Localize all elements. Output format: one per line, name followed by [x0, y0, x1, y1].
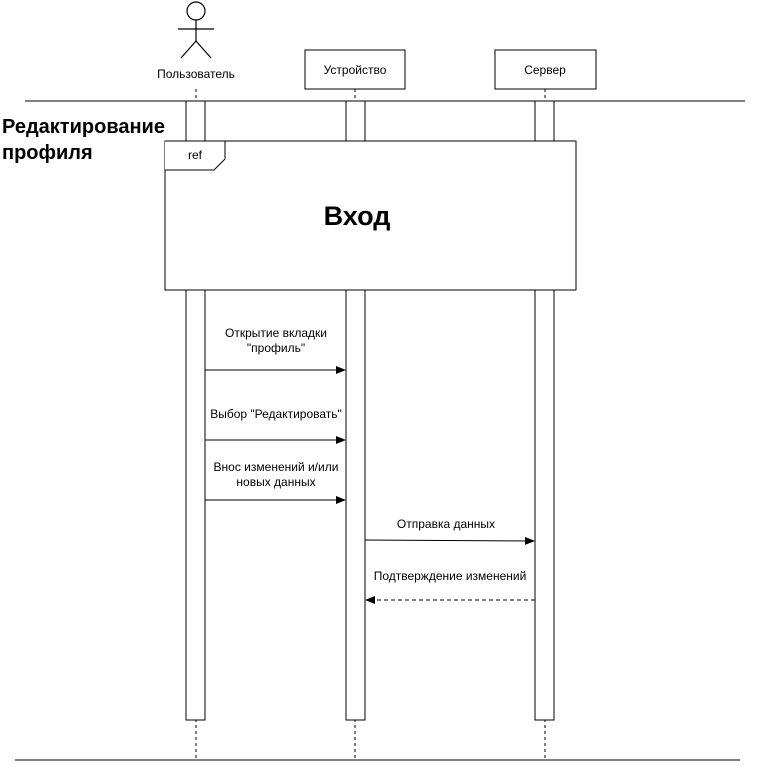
message-label: Открытие вкладки [225, 326, 327, 340]
ref-fragment-tag: ref [188, 148, 203, 162]
message-label: Подтверждение изменений [374, 569, 527, 583]
message-3: Отправка данных [364, 517, 535, 545]
message-label: Выбор "Редактировать" [210, 407, 342, 421]
message-label: новых данных [236, 475, 315, 489]
participant-label-user: Пользователь [157, 67, 235, 81]
message-2: Внос изменений и/или новых данных [205, 460, 346, 504]
message-4: Подтверждение изменений [365, 569, 535, 604]
participant-label-device: Устройство [324, 63, 387, 77]
participant-label-server: Сервер [524, 63, 566, 77]
ref-fragment-box [164, 140, 577, 291]
message-1: Выбор "Редактировать" [205, 407, 346, 444]
message-label: Отправка данных [397, 517, 495, 531]
actor-icon [178, 1, 214, 59]
message-label: "профиль" [247, 341, 305, 355]
participant-box-device [304, 49, 406, 90]
participant-device: Устройство [304, 49, 406, 90]
message-0: Открытие вкладки "профиль" [205, 326, 346, 374]
actor-user: Пользователь [157, 1, 235, 81]
participant-server: Сервер [494, 49, 597, 90]
message-arrow [364, 536, 535, 545]
ref-fragment: ref Вход [164, 140, 577, 291]
participant-box-server [494, 49, 597, 90]
ref-fragment-tag-shape [165, 140, 226, 171]
frame-title: Редактирование профиля [2, 116, 165, 164]
ref-fragment-label: Вход [324, 201, 391, 231]
message-label: Внос изменений и/или [214, 460, 339, 474]
